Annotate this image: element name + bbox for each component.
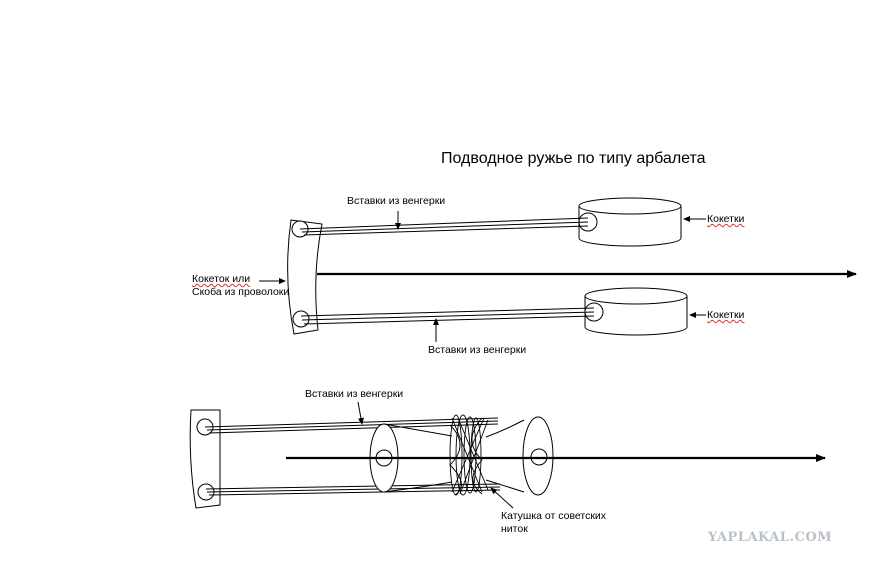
bottom-bracket [189,409,221,509]
watermark-logo: YAPLAKAL.COM [708,530,833,545]
bottom-rubber-lower [205,483,501,496]
bottom-spool-winding [449,414,489,496]
top-bracket-hole-lower [292,310,310,328]
label-bracket-line2: Скоба из проволоки [192,286,290,298]
diagram-title: Подводное ружье по типу арбалета [441,150,706,167]
label-bracket-line1: Кокеток или [192,273,251,285]
bottom-view [189,401,826,509]
top-bracket [287,219,323,335]
bottom-rubber-upper [204,417,499,434]
label-bottom-inserts: Вставки из венгерки [305,388,404,400]
top-cylinder-upper [578,197,682,247]
label-inserts-top: Вставки из венгерки [347,195,446,207]
top-rubber-upper [299,217,589,236]
pointer-bottom-inserts [357,401,364,425]
top-view [259,197,857,342]
label-spool: Катушка от советских ниток [501,510,606,536]
label-kokerka-bottom: Кокетки [707,309,745,321]
label-kokerka-top: Кокетки [707,213,745,225]
top-rubber-lower [300,307,595,325]
label-spool-line2: ниток [501,523,528,535]
label-bracket: Кокеток или Скоба из проволоки [192,273,289,299]
pointer-spool [490,487,514,509]
label-inserts-bottom: Вставки из венгерки [428,344,527,356]
label-spool-line1: Катушка от советских [501,510,607,522]
top-cylinder-lower [584,287,688,336]
